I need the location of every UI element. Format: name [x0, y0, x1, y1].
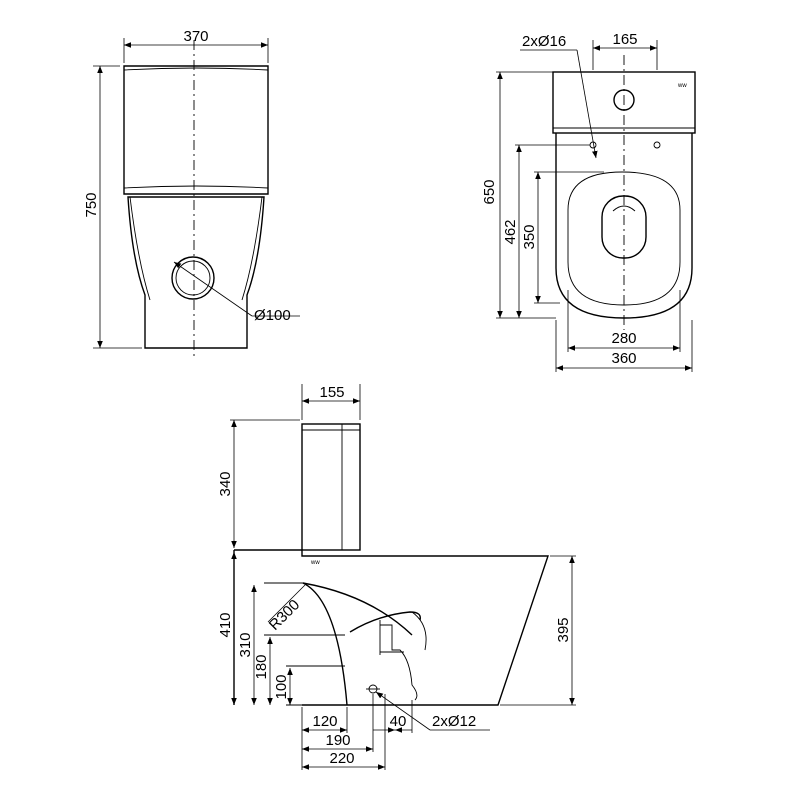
- top-hole-spacing-label: 165: [612, 31, 637, 48]
- side-tank-depth-label: 155: [319, 384, 344, 401]
- side-view: ᴡᴡ 155 340 410 310 180: [217, 384, 576, 770]
- side-trapway-outer: [302, 582, 348, 706]
- side-fix-holes-label: 2xØ12: [432, 713, 476, 730]
- front-bowl-outline: [127, 196, 265, 349]
- top-fixing-hole-right: [653, 141, 661, 149]
- top-logo: ᴡᴡ: [677, 83, 687, 89]
- side-logo: ᴡᴡ: [310, 560, 320, 566]
- side-tank-height-label: 340: [217, 471, 234, 496]
- side-radius-label: R300: [266, 596, 303, 633]
- top-bowl-width-label: 280: [611, 330, 636, 347]
- front-height-label: 750: [83, 192, 100, 217]
- side-h100-label: 100: [273, 674, 290, 699]
- top-cistern-outline: [552, 71, 696, 134]
- side-h310-label: 310: [237, 632, 254, 657]
- top-depth-mid-label: 462: [502, 219, 519, 244]
- top-depth-bowl-label: 350: [521, 224, 538, 249]
- front-outlet-label: Ø100: [254, 307, 291, 324]
- top-width-overall-label: 360: [611, 350, 636, 367]
- top-holes-label: 2xØ16: [522, 33, 566, 50]
- front-view: 370 750 Ø100: [83, 28, 300, 360]
- top-bowl-opening: [601, 195, 647, 259]
- side-d220-label: 220: [329, 750, 354, 767]
- front-outlet-circle: [171, 256, 215, 300]
- side-d190-label: 190: [325, 732, 350, 749]
- side-bowl-inner: [349, 611, 421, 633]
- top-view: ᴡᴡ 650 462 350 280 360: [481, 31, 696, 372]
- side-cistern-outline: [301, 423, 361, 551]
- top-depth-overall-label: 650: [481, 179, 498, 204]
- side-d120-label: 120: [312, 713, 337, 730]
- front-width-label: 370: [183, 28, 208, 45]
- side-d40-label: 40: [390, 713, 407, 730]
- side-h180-label: 180: [253, 654, 270, 679]
- side-bowl-height-label: 410: [217, 612, 234, 637]
- front-cistern-outline: [123, 65, 269, 195]
- side-front-height-label: 395: [555, 617, 572, 642]
- side-bowl-outline: [234, 549, 549, 706]
